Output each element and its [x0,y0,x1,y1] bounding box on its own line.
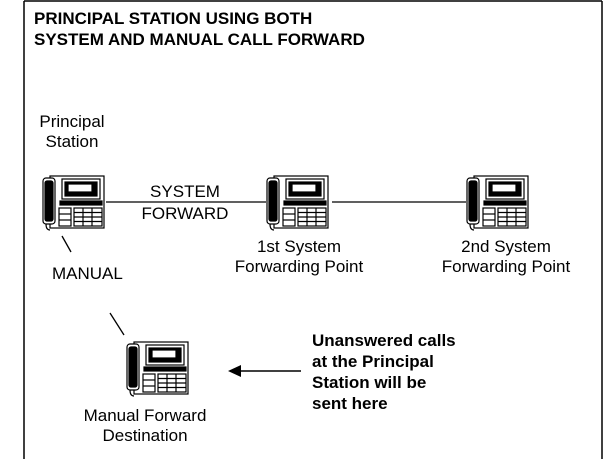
title-line-2: SYSTEM AND MANUAL CALL FORWARD [34,30,365,49]
note-line-4: sent here [312,394,388,413]
note-line-1: Unanswered calls [312,331,456,350]
note-line-2: at the Principal [312,352,434,371]
first-point-line-2: Forwarding Point [234,257,364,276]
destination-line-2: Destination [102,426,188,445]
telephone-icon [126,338,190,398]
manual-destination-label: Manual Forward Destination [70,406,220,446]
system-forward-label: SYSTEM FORWARD [120,181,250,225]
manual-forward-line [109,312,125,336]
destination-arrow-head [228,365,241,377]
telephone-icon [466,172,530,232]
telephone-icon [42,172,106,232]
telephone-icon [266,172,330,232]
principal-station-label: Principal Station [28,112,116,152]
title-line-1: PRINCIPAL STATION USING BOTH [34,9,313,28]
manual-label: MANUAL [52,264,123,283]
note-line-3: Station will be [312,373,427,392]
manual-tick-line [61,235,72,253]
system-label-line-2: FORWARD [141,204,229,223]
unanswered-calls-note: Unanswered calls at the Principal Statio… [312,330,456,414]
destination-line-1: Manual Forward [83,406,207,425]
second-point-line-1: 2nd System [461,237,551,256]
principal-label-line-1: Principal [39,112,105,131]
second-point-line-2: Forwarding Point [441,257,571,276]
system-label-line-1: SYSTEM [150,182,220,201]
diagram-title: PRINCIPAL STATION USING BOTH SYSTEM AND … [34,8,365,50]
principal-label-line-2: Station [45,132,99,151]
first-forwarding-point-label: 1st System Forwarding Point [224,237,374,277]
second-forwarding-point-label: 2nd System Forwarding Point [425,237,587,277]
first-point-line-1: 1st System [256,237,342,256]
